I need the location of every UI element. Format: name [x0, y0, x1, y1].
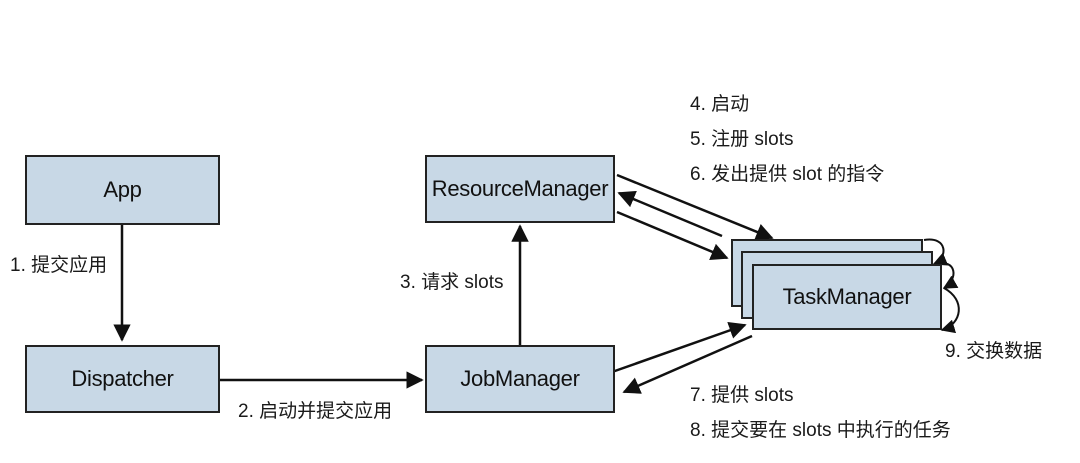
app-box: App — [25, 155, 220, 225]
step-3-label: 3. 请求 slots — [400, 272, 504, 293]
arrow-resourcemanager-to-taskmanager-instruct — [616, 210, 729, 260]
jobmanager-label: JobManager — [460, 366, 580, 391]
step-7-label: 7. 提供 slots — [690, 385, 794, 406]
step-6-label: 6. 发出提供 slot 的指令 — [690, 164, 885, 185]
taskmanager-box: TaskManager — [752, 264, 942, 330]
arrow-taskmanager-to-jobmanager-offer — [622, 334, 753, 394]
resourcemanager-box: ResourceManager — [425, 155, 615, 223]
step-5-label: 5. 注册 slots — [690, 129, 794, 150]
loop-arrow-top — [923, 238, 949, 266]
step-8-label: 8. 提交要在 slots 中执行的任务 — [690, 420, 951, 441]
step-2-label: 2. 启动并提交应用 — [238, 401, 393, 422]
step-1-label: 1. 提交应用 — [10, 255, 108, 276]
jobmanager-box: JobManager — [425, 345, 615, 413]
resourcemanager-label: ResourceManager — [431, 176, 609, 201]
arrow-taskmanager-to-resourcemanager-register — [617, 190, 723, 238]
arrow-resourcemanager-to-taskmanager-start — [616, 173, 774, 241]
loop-arrow-middle — [933, 261, 959, 289]
taskmanager-label: TaskManager — [782, 284, 912, 309]
step-9-label: 9. 交换数据 — [945, 341, 1043, 362]
dispatcher-box: Dispatcher — [25, 345, 220, 413]
dispatcher-label: Dispatcher — [71, 366, 174, 391]
loop-arrow-bottom — [940, 287, 960, 334]
step-4-label: 4. 启动 — [690, 94, 750, 115]
app-label: App — [103, 177, 142, 202]
arrow-jobmanager-to-taskmanager-submit — [611, 321, 747, 374]
